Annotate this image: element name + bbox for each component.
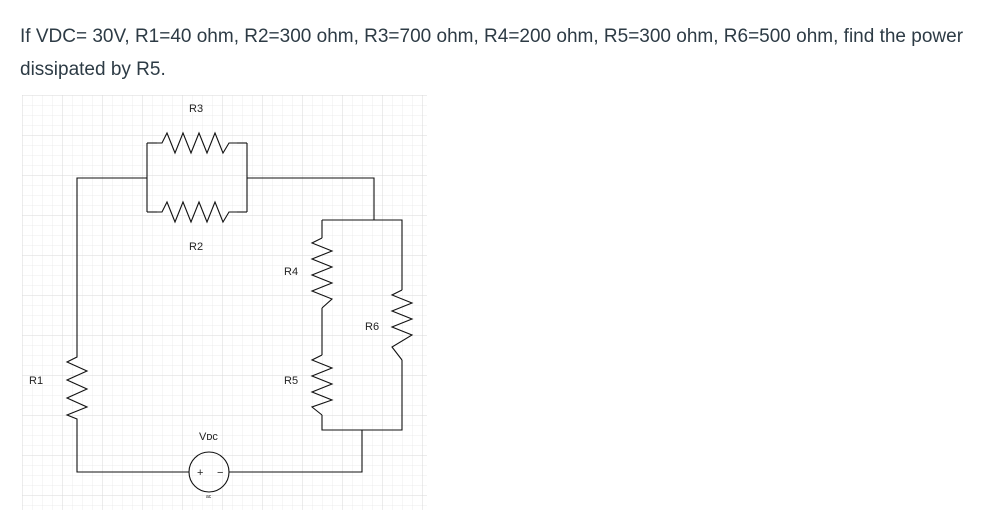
question-text: If VDC= 30V, R1=40 ohm, R2=300 ohm, R3=7… bbox=[20, 26, 964, 80]
circuit-diagram: + − ac R3 R2 R4 R6 R1 R5 Vᴅᴄ bbox=[22, 95, 427, 510]
resistor-r3 bbox=[157, 131, 237, 155]
resistor-r5 bbox=[310, 354, 334, 416]
resistor-r6 bbox=[390, 289, 414, 361]
label-r3: R3 bbox=[189, 103, 203, 115]
label-r1: R1 bbox=[29, 375, 43, 387]
source-plus-label: + bbox=[197, 467, 203, 479]
resistor-r4 bbox=[310, 237, 334, 309]
grid-background bbox=[22, 95, 427, 510]
circuit-wires bbox=[76, 142, 403, 473]
label-r5: R5 bbox=[284, 375, 298, 387]
source-minus-label: − bbox=[217, 467, 223, 479]
source-ac-label: ac bbox=[206, 494, 212, 500]
label-vdc: Vᴅᴄ bbox=[199, 431, 218, 443]
label-r6: R6 bbox=[365, 321, 379, 333]
resistor-r1 bbox=[65, 353, 89, 422]
resistor-r2 bbox=[157, 200, 237, 224]
label-r4: R4 bbox=[284, 266, 298, 278]
label-r2: R2 bbox=[189, 241, 203, 253]
voltage-source: + − ac bbox=[188, 451, 230, 500]
